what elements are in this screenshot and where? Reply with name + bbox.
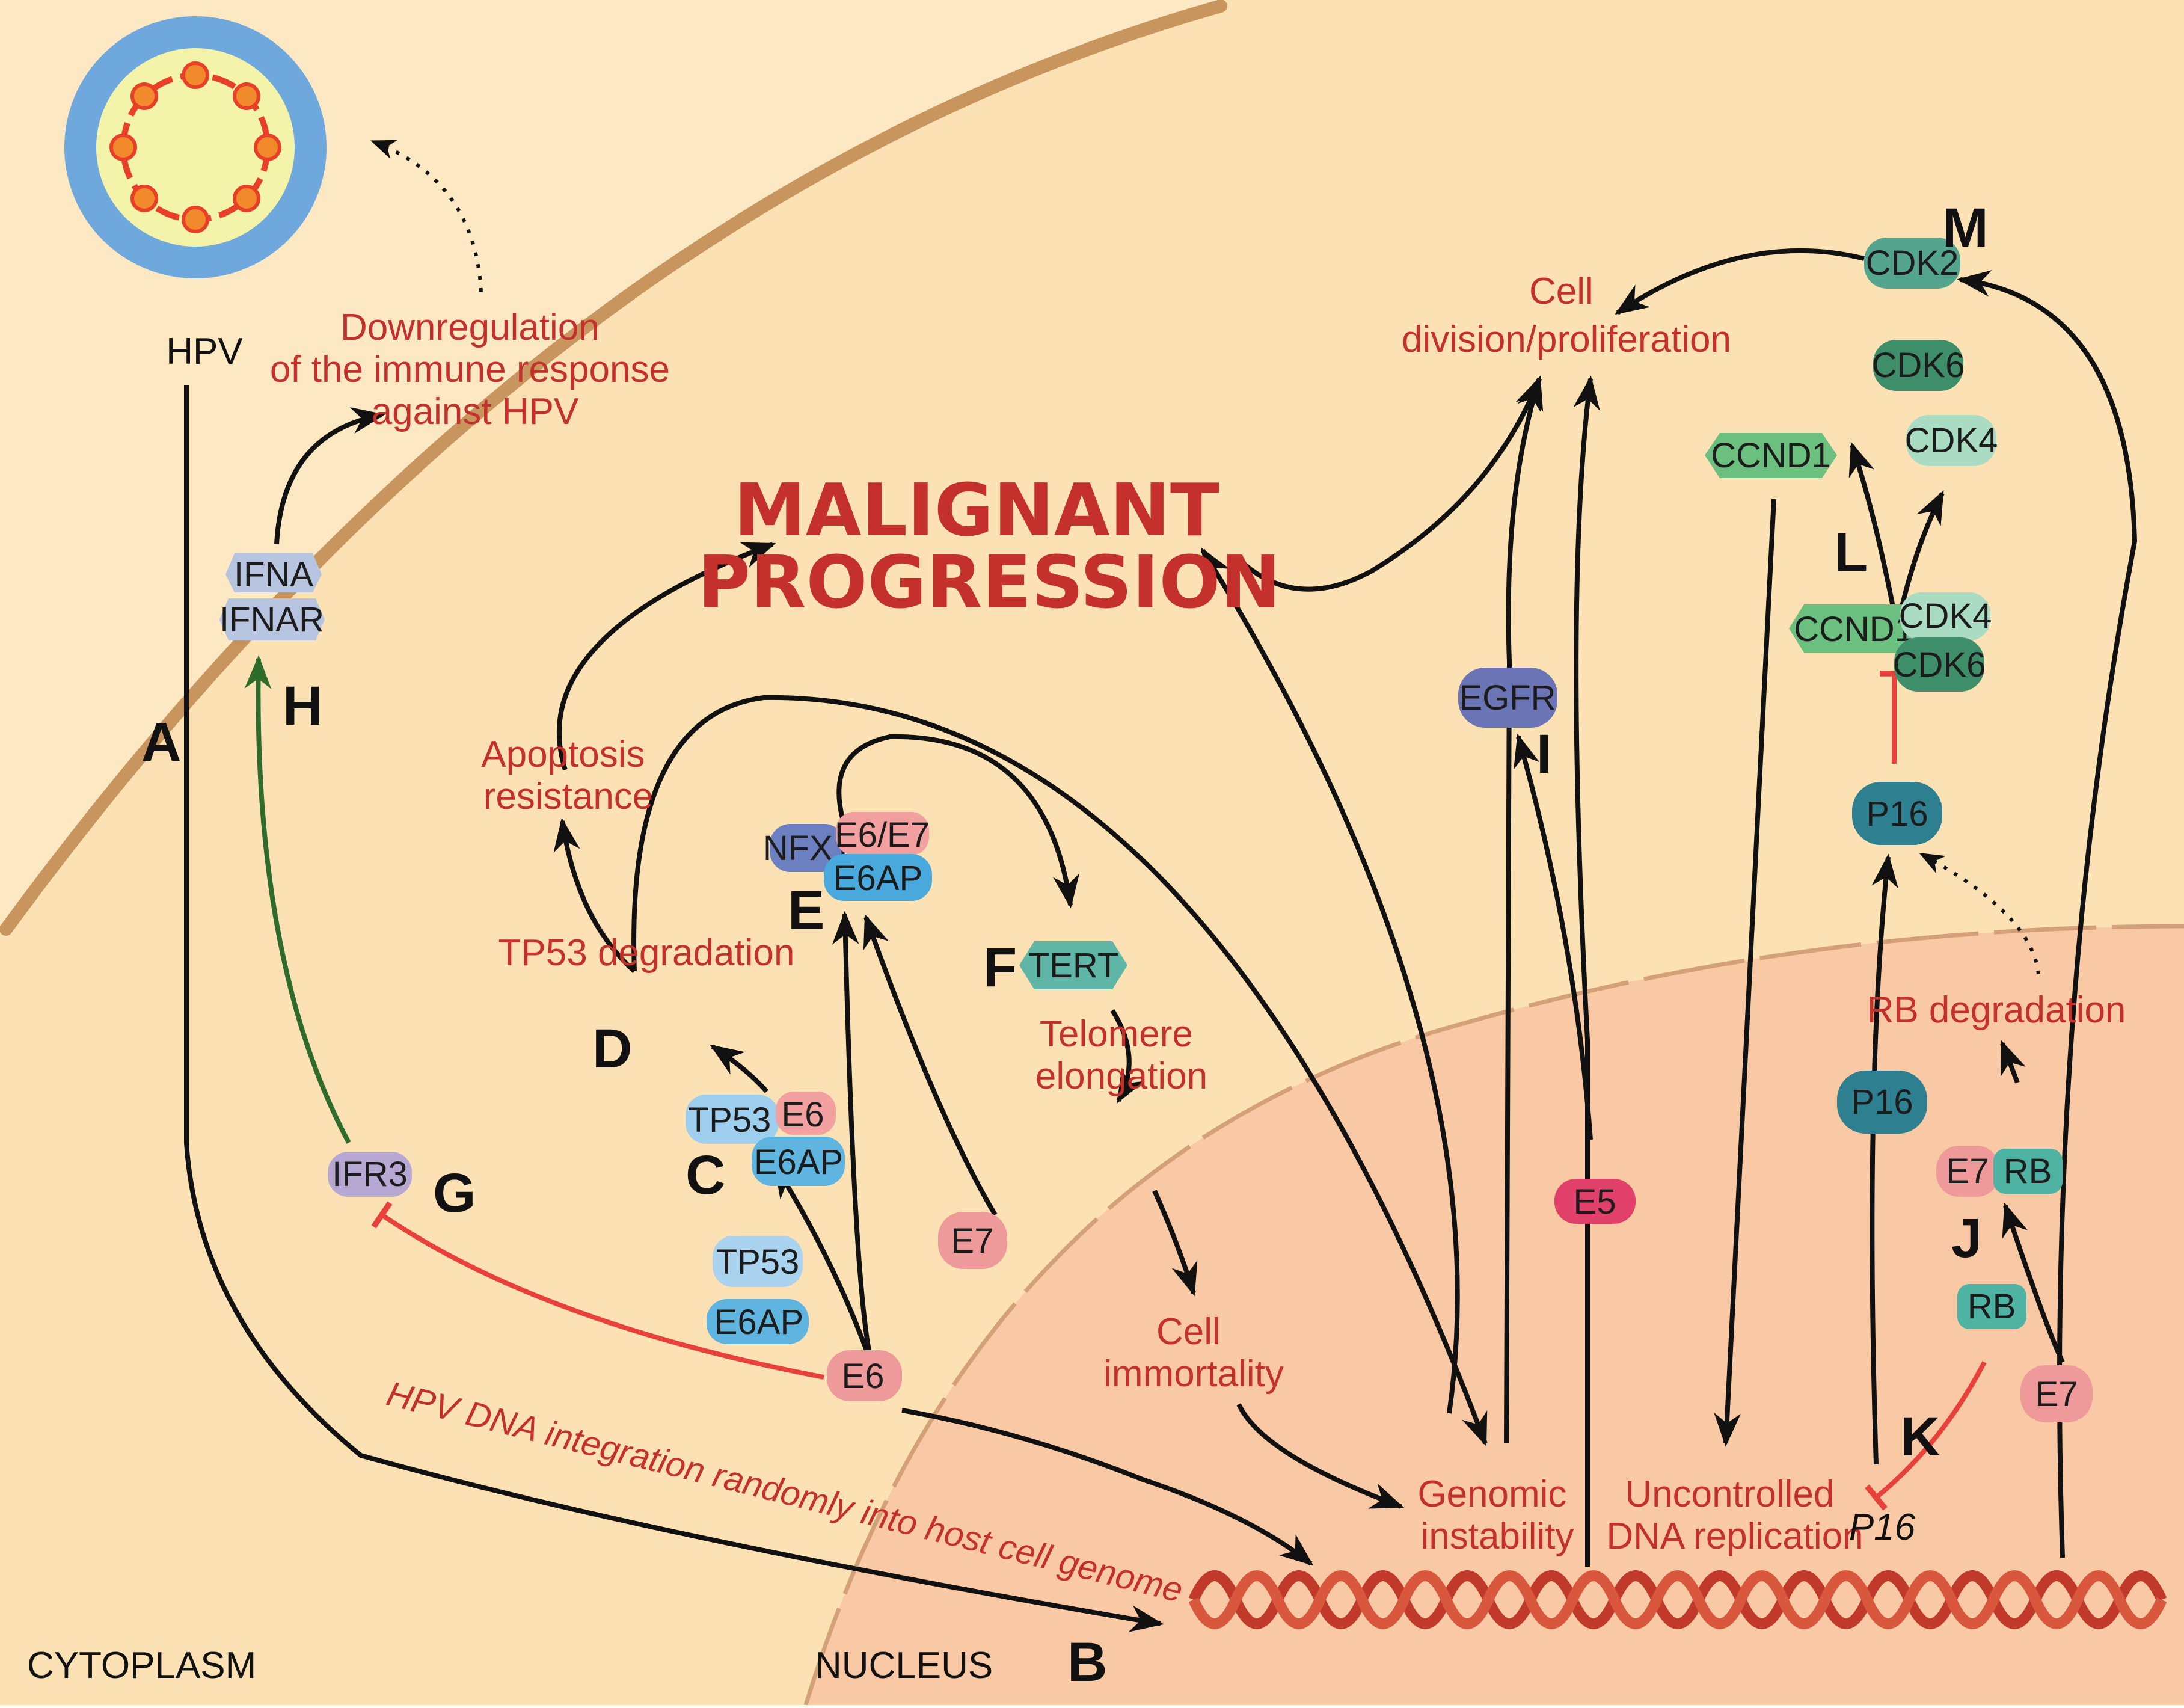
letter-i: I (1536, 723, 1552, 785)
letter-l: L (1834, 522, 1868, 583)
ccnd1-label-complex: CCND1 (1794, 610, 1914, 649)
ifnar-label: IFNAR (219, 600, 324, 639)
cell-division-label: Cell division/proliferation (1402, 271, 1731, 360)
cytoplasm-label: CYTOPLASM (27, 1645, 256, 1686)
apoptosis-label: Apoptosis resistance (481, 734, 655, 817)
cdk6-label-complex: CDK6 (1893, 645, 1986, 684)
letter-k: K (1900, 1406, 1940, 1467)
ccnd1-molecule: CCND1 (1705, 433, 1837, 478)
letter-d: D (592, 1018, 632, 1080)
tp53-label-complex: TP53 (688, 1101, 771, 1140)
cdk4-label-complex: CDK4 (1899, 597, 1992, 636)
egfr-molecule: EGFR (1458, 668, 1557, 728)
cdk2-label: CDK2 (1866, 244, 1959, 283)
malignant-progression-title: MALIGNANT PROGRESSION (698, 469, 1281, 625)
uncontrolled-replication-label: Uncontrolled DNA replication (1606, 1473, 1863, 1557)
hpv-virion-icon (64, 16, 327, 278)
ifna-molecule: IFNA (225, 553, 322, 594)
telomere-elongation-label: Telomere elongation (1035, 1013, 1207, 1097)
tp53-e6-e6ap-complex: TP53 E6 E6AP (686, 1092, 845, 1186)
e5-label: E5 (1574, 1182, 1616, 1221)
rb-label-complex: RB (2004, 1152, 2052, 1191)
nucleus-region (806, 926, 2184, 1705)
letter-f: F (983, 937, 1017, 998)
e6-molecule: E6 (827, 1350, 902, 1401)
ifna-label: IFNA (234, 555, 313, 594)
egfr-label: EGFR (1459, 678, 1556, 717)
rb-degradation-label: RB degradation (1867, 989, 2126, 1031)
cell-membrane (0, 0, 1227, 936)
e6ap-label: E6AP (714, 1303, 803, 1342)
cdk4-label: CDK4 (1905, 421, 1998, 460)
tp53-label: TP53 (716, 1243, 800, 1282)
host-dna-helix (1188, 1570, 2167, 1629)
nfx1-e6e7-e6ap-complex: NFX1 E6/E7 E6AP (763, 812, 932, 901)
e5-molecule: E5 (1554, 1179, 1636, 1224)
e7-label-complex: E7 (1946, 1152, 1989, 1191)
letter-c: C (686, 1144, 725, 1206)
e7-label-nucleus: E7 (2035, 1375, 2078, 1414)
p16-label: P16 (1866, 794, 1928, 834)
cdk4-molecule: CDK4 (1905, 415, 1998, 466)
immune-downregulation-label: Downregulation of the immune response ag… (270, 307, 680, 432)
e7-molecule: E7 (938, 1212, 1007, 1269)
tp53-degradation-label: TP53 degradation (498, 932, 795, 974)
rb-label: RB (1968, 1287, 2016, 1326)
letter-g: G (433, 1163, 476, 1224)
tert-label: TERT (1028, 946, 1118, 985)
ifr3-label: IFR3 (332, 1155, 408, 1194)
p16-label-nucleus: P16 (1851, 1083, 1913, 1122)
e7-rb-complex: E7 RB (1936, 1146, 2063, 1197)
letter-j: J (1951, 1208, 1982, 1269)
cdk6-molecule: CDK6 (1872, 340, 1965, 391)
cell-immortality-label: Cell immortality (1103, 1311, 1284, 1395)
e6ap-molecule: E6AP (707, 1299, 809, 1344)
ifnar-molecule: IFNAR (219, 598, 325, 640)
genomic-instability-label: Genomic instability (1417, 1473, 1577, 1557)
letter-m: M (1942, 197, 1989, 259)
ccnd1-label: CCND1 (1711, 436, 1831, 475)
e6-label-complex: E6 (782, 1095, 824, 1134)
e6-label: E6 (842, 1357, 885, 1396)
cdk2-molecule: CDK2 (1864, 238, 1960, 289)
e6ap-label-nfx1: E6AP (833, 859, 922, 898)
ccnd1-cdk4-cdk6-complex: CCND1 CDK4 CDK6 (1789, 592, 1992, 692)
e6ap-label-complex: E6AP (754, 1143, 843, 1182)
hpv-label: HPV (166, 331, 243, 372)
ifr3-molecule: IFR3 (328, 1152, 412, 1197)
p16-protein-nucleus: P16 (1837, 1071, 1927, 1134)
letter-a: A (141, 711, 181, 773)
p16-gene-label: P16 (1849, 1507, 1916, 1548)
cdk6-label: CDK6 (1872, 346, 1965, 385)
rb-molecule: RB (1957, 1284, 2026, 1329)
tert-molecule: TERT (1019, 941, 1127, 989)
e7-molecule-nucleus: E7 (2020, 1365, 2093, 1422)
e6e7-label: E6/E7 (835, 816, 930, 855)
e7-label: E7 (951, 1221, 994, 1261)
letter-e: E (788, 880, 824, 941)
tp53-molecule: TP53 (713, 1236, 803, 1287)
letter-b: B (1067, 1632, 1107, 1693)
p16-protein-cytoplasm: P16 (1852, 782, 1942, 845)
letter-h: H (283, 675, 322, 737)
nucleus-label: NUCLEUS (815, 1645, 993, 1686)
